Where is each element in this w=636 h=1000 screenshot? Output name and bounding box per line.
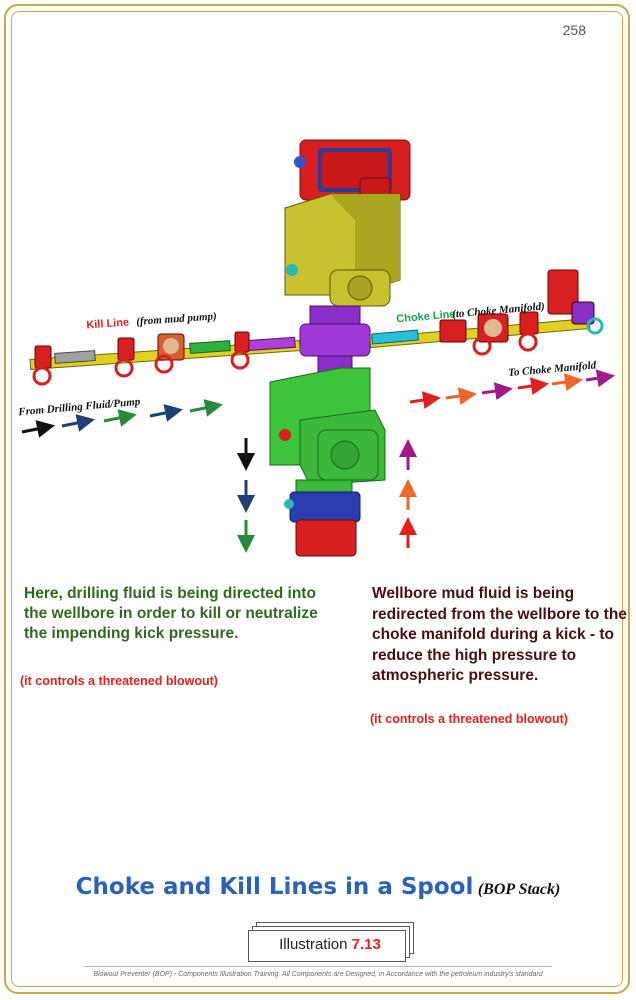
from-drilling-fluid-label: From Drilling Fluid/Pump xyxy=(17,396,141,419)
page-border-inner xyxy=(11,11,623,987)
footer-divider xyxy=(84,966,552,967)
upper-ram-yellow xyxy=(284,193,401,307)
illustration-word: Illustration xyxy=(279,936,348,953)
page-title: Choke and Kill Lines in a Spool (BOP Sta… xyxy=(0,874,636,900)
choke-line-description: Wellbore mud fluid is being redirected f… xyxy=(372,585,627,684)
bottom-blue-red-flange xyxy=(284,479,361,557)
page-border-outer xyxy=(4,4,630,994)
kill-line-label: Kill Line xyxy=(86,316,130,331)
illustration-tag: Illustration 7.13 xyxy=(248,922,414,962)
to-choke-manifold-label: To Choke Manifold xyxy=(508,359,597,379)
title-main: Choke and Kill Lines in a Spool xyxy=(75,874,474,900)
lower-ram-green xyxy=(269,367,386,486)
bop-stack-illustration: Kill Line (from mud pump) Choke Line (to… xyxy=(17,139,615,557)
illustration-sheet-front xyxy=(248,930,406,962)
footer-text: Blowout Preventer (BOP) - Components Ill… xyxy=(93,971,543,978)
choke-line-label: Choke Line xyxy=(396,308,456,325)
illustration-label: Illustration 7.13 xyxy=(248,936,412,953)
choke-line-note: (it controls a threatened blowout) xyxy=(370,712,568,726)
drilling-spool-purple xyxy=(299,305,371,379)
choke-line-pipe xyxy=(369,269,604,356)
kill-line-note: (it controls a threatened blowout) xyxy=(20,674,218,688)
kill-line-pipe xyxy=(29,331,301,386)
kill-line-description: Here, drilling fluid is being directed i… xyxy=(24,585,318,642)
title-sub: (BOP Stack) xyxy=(477,881,561,898)
illustration-number: 7.13 xyxy=(351,936,381,953)
kill-line-sublabel: (from mud pump) xyxy=(136,310,217,328)
kill-flow-arrows xyxy=(21,399,223,438)
choke-flow-arrows xyxy=(409,369,615,410)
page-number: 258 xyxy=(562,22,586,38)
